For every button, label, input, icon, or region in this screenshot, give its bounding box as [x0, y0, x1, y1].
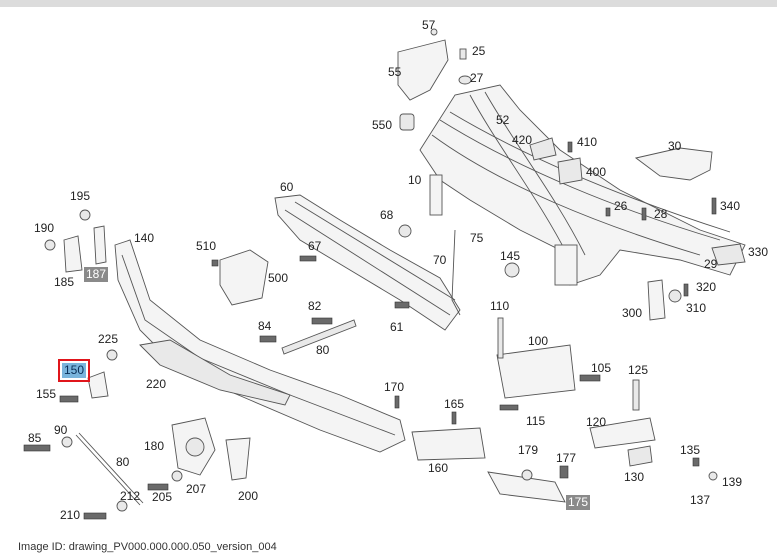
callout-179[interactable]: 179	[518, 443, 539, 457]
callout-110[interactable]: 110	[490, 299, 510, 313]
callout-175[interactable]: 175	[566, 495, 591, 510]
callout-160[interactable]: 160	[428, 461, 449, 475]
callout-200[interactable]: 200	[238, 489, 259, 503]
callout-140[interactable]: 140	[134, 231, 155, 245]
callout-510[interactable]: 510	[196, 239, 217, 253]
callout-26[interactable]: 26	[614, 199, 628, 213]
callout-155[interactable]: 155	[36, 387, 57, 401]
callout-29[interactable]: 29	[704, 257, 718, 271]
callout-90[interactable]: 90	[54, 423, 68, 437]
callout-400[interactable]: 400	[586, 165, 607, 179]
callout-67[interactable]: 67	[308, 239, 322, 253]
callout-420[interactable]: 420	[512, 133, 533, 147]
callout-30[interactable]: 30	[668, 139, 682, 153]
callout-185[interactable]: 185	[54, 275, 75, 289]
callout-55[interactable]: 55	[388, 65, 402, 79]
callout-195[interactable]: 195	[70, 189, 91, 203]
callout-10[interactable]: 10	[408, 173, 422, 187]
callout-550[interactable]: 550	[372, 118, 393, 132]
callout-105[interactable]: 105	[591, 361, 612, 375]
part-55-bracket	[397, 39, 449, 101]
callout-120[interactable]: 120	[586, 415, 607, 429]
callout-135[interactable]: 135	[680, 443, 701, 457]
callout-207[interactable]: 207	[186, 482, 207, 496]
callout-500[interactable]: 500	[268, 271, 289, 285]
callout-225[interactable]: 225	[98, 332, 119, 346]
callout-212[interactable]: 212	[120, 489, 141, 503]
callout-150[interactable]: 150	[57, 359, 91, 382]
image-id-caption: Image ID: drawing_PV000.000.000.050_vers…	[18, 541, 277, 553]
part-30-bracket	[634, 147, 713, 181]
callout-187[interactable]: 187	[84, 267, 109, 282]
callout-70[interactable]: 70	[433, 253, 447, 267]
callout-170[interactable]: 170	[384, 380, 405, 394]
callout-210[interactable]: 210	[60, 508, 81, 522]
callout-82[interactable]: 82	[308, 299, 322, 313]
callout-85[interactable]: 85	[28, 431, 42, 445]
callout-145[interactable]: 145	[500, 249, 521, 263]
callout-205[interactable]: 205	[152, 490, 173, 504]
part-100-absorber	[496, 344, 576, 399]
part-500-bracket	[219, 249, 269, 306]
callout-60[interactable]: 60	[280, 180, 294, 194]
callout-125[interactable]: 125	[628, 363, 649, 377]
callout-57[interactable]: 57	[422, 18, 436, 32]
part-10-frame	[419, 84, 746, 286]
callout-177[interactable]: 177	[556, 451, 577, 465]
part-550-mount	[399, 113, 415, 131]
callout-100[interactable]: 100	[528, 334, 549, 348]
callout-27[interactable]: 27	[470, 71, 484, 85]
callout-300[interactable]: 300	[622, 306, 643, 320]
callout-137[interactable]: 137	[690, 493, 711, 507]
callout-75[interactable]: 75	[470, 231, 484, 245]
callout-84[interactable]: 84	[258, 319, 272, 333]
callout-310[interactable]: 310	[686, 301, 707, 315]
callout-130[interactable]: 130	[624, 470, 645, 484]
callout-180[interactable]: 180	[144, 439, 165, 453]
callout-28[interactable]: 28	[654, 207, 668, 221]
callout-115[interactable]: 115	[526, 414, 546, 428]
callout-410[interactable]: 410	[577, 135, 598, 149]
callout-165[interactable]: 165	[444, 397, 465, 411]
callout-80-rod[interactable]: 80	[116, 455, 130, 469]
callout-139[interactable]: 139	[722, 475, 743, 489]
callout-330[interactable]: 330	[748, 245, 769, 259]
callout-220[interactable]: 220	[146, 377, 167, 391]
callout-52[interactable]: 52	[496, 113, 510, 127]
top-bar	[0, 0, 777, 7]
callout-320[interactable]: 320	[696, 280, 717, 294]
callout-68[interactable]: 68	[380, 208, 394, 222]
callout-340[interactable]: 340	[720, 199, 741, 213]
callout-25[interactable]: 25	[472, 44, 486, 58]
callout-80-bar[interactable]: 80	[316, 343, 330, 357]
callout-190[interactable]: 190	[34, 221, 55, 235]
callout-61[interactable]: 61	[390, 320, 404, 334]
part-150-bracket	[87, 371, 109, 399]
